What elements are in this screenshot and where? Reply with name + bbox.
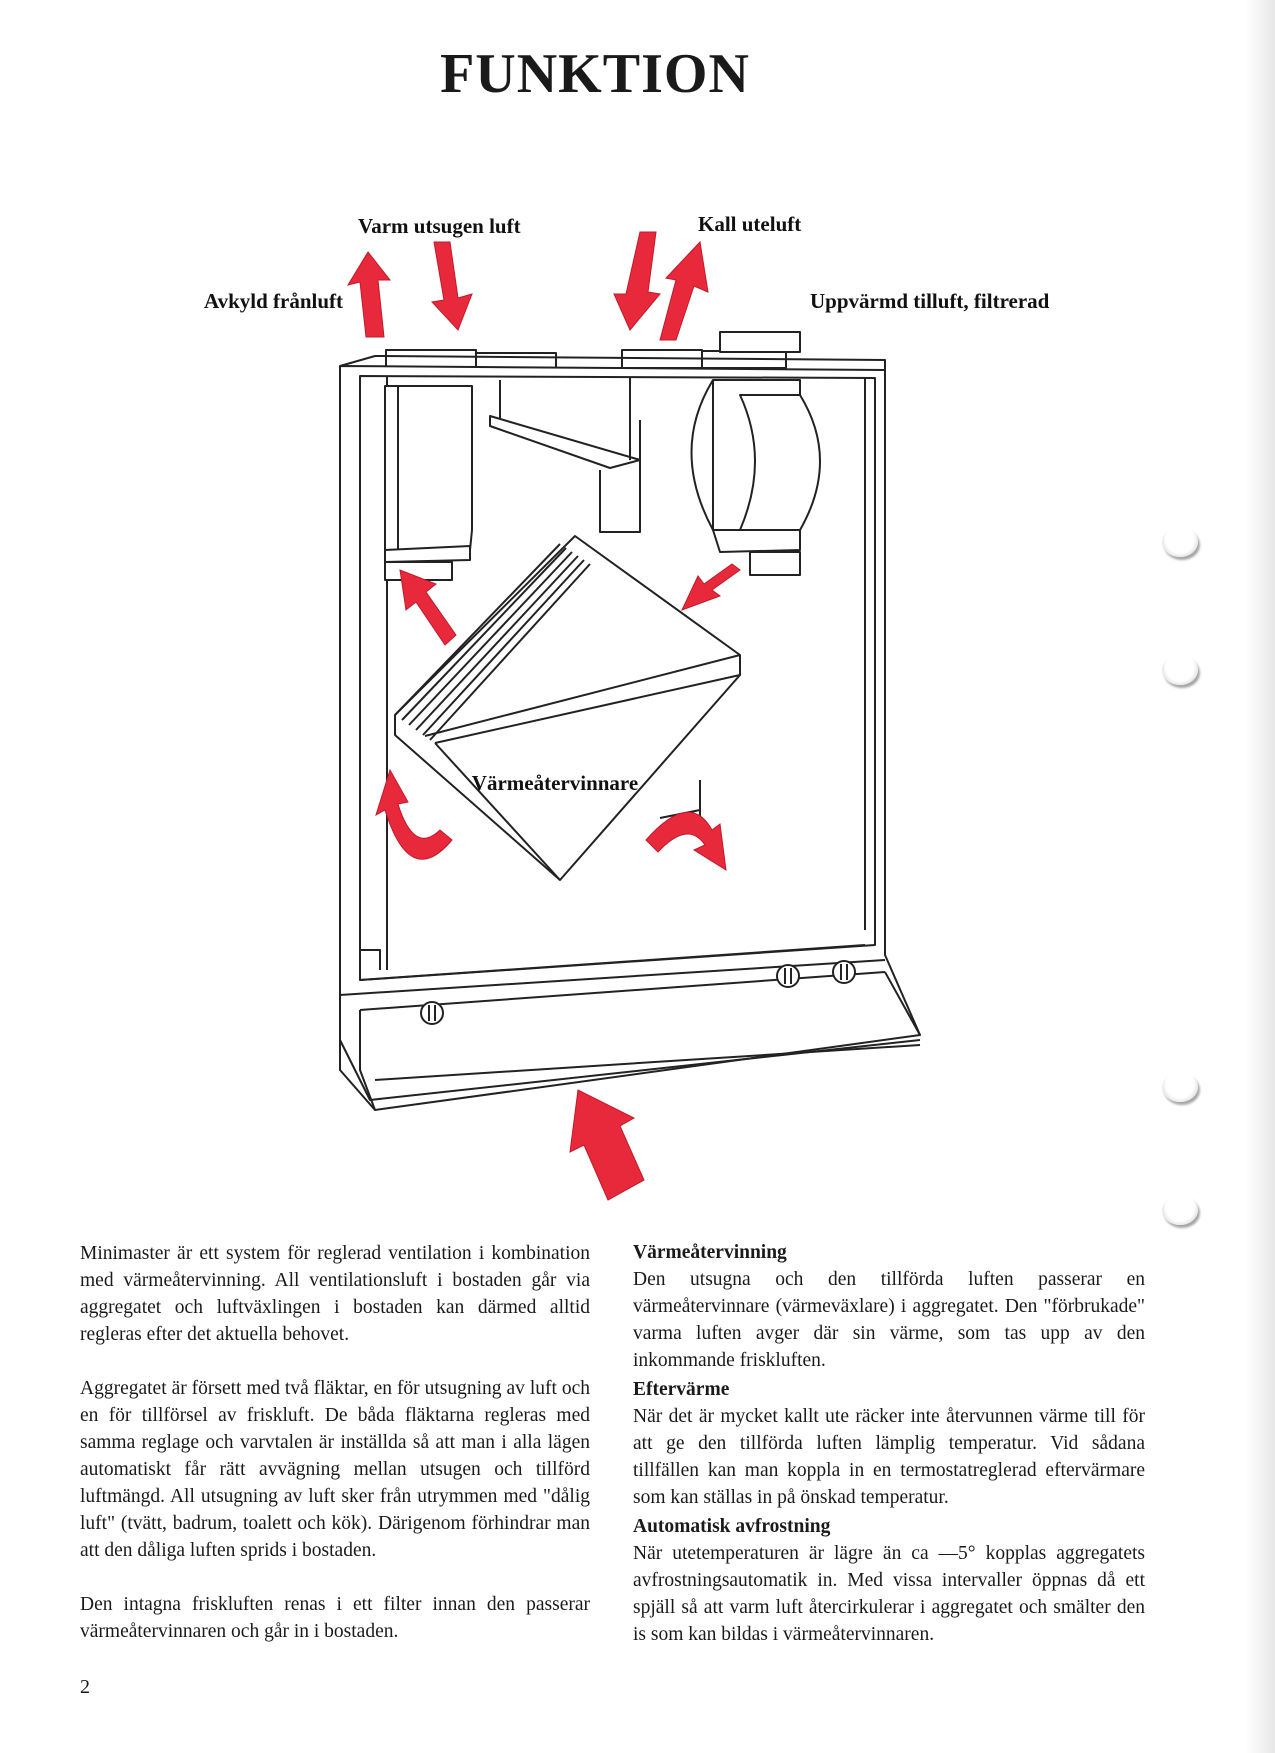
section-heading-defrost: Automatisk avfrostning xyxy=(633,1516,831,1537)
page-number: 2 xyxy=(80,1676,90,1698)
duct-collar-1 xyxy=(385,349,477,369)
arrow-recirculation-left xyxy=(375,768,453,860)
base-panel xyxy=(339,1039,921,1101)
binder-hole-1 xyxy=(1162,527,1198,557)
section-heading-heat-recovery: Värmeåtervinning xyxy=(633,1242,787,1263)
intro-paragraph-2: Aggregatet är försett med två fläktar, e… xyxy=(80,1378,590,1561)
binder-hole-2 xyxy=(1162,655,1198,685)
section-heading-afterheat: Eftervärme xyxy=(633,1379,730,1400)
heat-exchanger xyxy=(394,535,741,881)
arrow-warm-exhaust-in xyxy=(431,241,473,331)
intro-paragraph-1: Minimaster är ett system för reglerad ve… xyxy=(80,1243,590,1345)
arrow-inner-exhaust-up xyxy=(399,569,457,646)
duct-collar-5 xyxy=(719,331,801,353)
binder-hole-3 xyxy=(1162,1072,1198,1102)
section-text-heat-recovery: Den utsugna och den tillförda luften pas… xyxy=(633,1269,1145,1371)
page-title: FUNKTION xyxy=(440,43,750,105)
intro-paragraph-3: Den intagna friskluften renas i ett filt… xyxy=(80,1594,590,1642)
label-heat-exchanger: Värmeåtervinnare xyxy=(472,771,638,795)
arrow-inner-supply-down xyxy=(681,563,741,611)
label-heated-supply: Uppvärmd tilluft, filtrerad xyxy=(810,289,1050,313)
page-edge xyxy=(1245,0,1275,1753)
control-knob-1 xyxy=(420,1001,444,1025)
arrow-recirculation-right xyxy=(645,811,727,871)
supply-fan xyxy=(690,379,821,576)
binder-hole-4 xyxy=(1162,1195,1198,1225)
arrow-bottom-intake xyxy=(569,1089,645,1201)
label-cold-outdoor: Kall uteluft xyxy=(698,212,801,236)
arrow-heated-supply-out xyxy=(659,240,709,341)
details-column: Värmeåtervinning Den utsugna och den til… xyxy=(633,1240,1145,1651)
label-cooled-exhaust: Avkyld frånluft xyxy=(204,289,343,313)
arrow-cold-outdoor-in xyxy=(613,231,661,331)
duct-collar-2 xyxy=(475,352,557,369)
ventilation-unit-diagram: Varm utsugen luft Kall uteluft Avkyld fr… xyxy=(204,212,1050,1201)
exhaust-fan xyxy=(384,385,473,581)
control-knob-2 xyxy=(776,964,800,988)
intro-column: Minimaster är ett system för reglerad ve… xyxy=(80,1240,590,1672)
section-text-afterheat: När det är mycket kallt ute räcker inte … xyxy=(633,1406,1145,1508)
control-knob-3 xyxy=(832,960,856,984)
label-warm-exhaust: Varm utsugen luft xyxy=(358,214,521,238)
section-text-defrost: När utetemperaturen är lägre än ca —5° k… xyxy=(633,1543,1145,1645)
arrow-cooled-exhaust-out xyxy=(346,251,392,338)
